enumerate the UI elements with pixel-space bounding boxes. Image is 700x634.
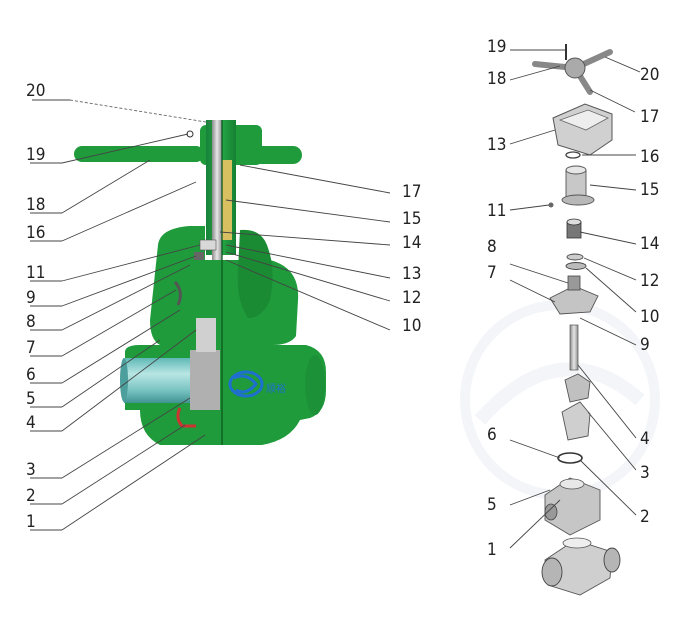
label: 6 [26,365,36,385]
valve-stem [212,120,222,330]
label: 7 [26,338,36,358]
gate-valve-section [74,120,326,445]
label: 15 [640,180,659,200]
flanged-body [541,537,621,596]
label: 13 [487,135,506,155]
label: 19 [26,145,45,165]
label: 9 [640,335,650,355]
label: 20 [26,81,45,101]
screw [548,202,554,208]
label: 2 [26,486,36,506]
label: 8 [487,237,497,257]
label: 18 [487,69,506,89]
label: 10 [402,316,421,336]
bonnet-part [549,275,599,315]
label: 14 [402,233,421,253]
label: 19 [487,37,506,57]
label: 16 [26,223,45,243]
label: 2 [640,507,650,527]
stem-bushing [561,165,595,206]
label: 3 [26,460,36,480]
label: 4 [26,413,36,433]
watermark [460,300,660,500]
bonnet [150,226,299,345]
label: 14 [640,234,659,254]
body-part [544,477,601,536]
label: 3 [640,463,650,483]
label: 10 [640,307,659,327]
exploded-labels: 19 18 20 17 13 16 15 11 14 8 12 7 10 9 4… [487,37,659,560]
left-labels: 20 19 18 16 11 9 8 7 6 5 4 3 2 1 17 15 1… [26,81,421,532]
label: 6 [487,425,497,445]
handle-bar [74,146,204,162]
label: 5 [26,389,36,409]
label: 17 [640,107,659,127]
label: 11 [487,201,506,221]
ring [566,253,584,261]
seal-ring [557,452,583,464]
label: 4 [640,429,650,449]
stem [569,324,579,371]
label: 18 [26,195,45,215]
packing [566,218,582,239]
label: 8 [26,312,36,332]
label: 7 [487,263,497,283]
label: 13 [402,264,421,284]
label: 20 [640,65,659,85]
label: 11 [26,263,45,283]
label: 12 [640,271,659,291]
exploded-view [509,44,641,596]
left-leader-lines [30,99,391,531]
flow-bore [124,358,194,403]
o-ring [565,151,581,159]
label: 9 [26,288,36,308]
gate [561,373,591,441]
label: 1 [26,512,36,532]
brand-logo: 顺裕 [228,370,286,398]
label: 12 [402,288,421,308]
label: 15 [402,209,421,229]
label: 17 [402,182,421,202]
label: 1 [487,540,497,560]
logo-text: 顺裕 [266,382,286,395]
label: 16 [640,147,659,167]
handle-assembly [532,44,613,95]
label: 5 [487,495,497,515]
ring [565,262,587,270]
bonnet-nut [552,103,613,156]
